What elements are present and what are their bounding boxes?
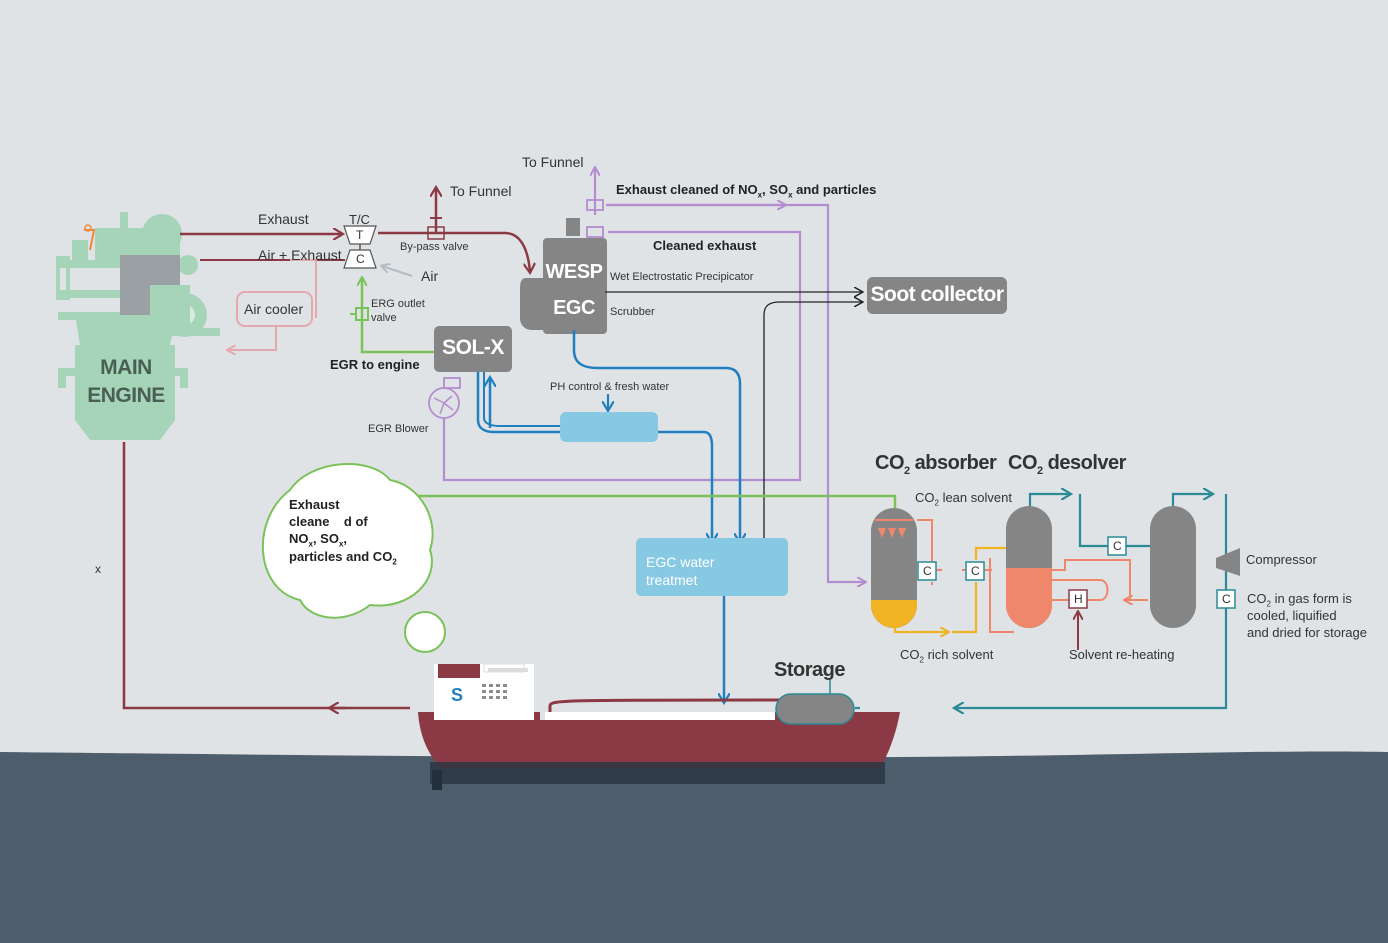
exhaust-to-wesp <box>378 231 530 272</box>
ph-tank <box>560 412 658 442</box>
egc-label: EGC <box>553 297 595 319</box>
turbocharger <box>343 225 377 269</box>
soot-collector-label: Soot collector <box>870 283 1004 306</box>
return-line <box>122 442 410 710</box>
egr-blower-icon <box>428 377 461 419</box>
sol-x-box <box>434 326 512 372</box>
co2-gas-label-1: CO2 in gas form is <box>1247 591 1352 609</box>
green-to-bubble <box>406 496 897 508</box>
storage-tank <box>775 693 855 725</box>
cooler-box-4-label: C <box>1222 592 1231 606</box>
co2-separator <box>1150 506 1196 628</box>
co2-desolver-label: CO2 desolver <box>1008 452 1126 477</box>
heater-box <box>1068 589 1088 609</box>
cleaned-exhaust-label: Cleaned exhaust <box>653 238 757 253</box>
scrubber-label: Scrubber <box>610 306 655 318</box>
ship-logo: S <box>451 685 464 705</box>
cooler-box-4 <box>1216 589 1236 609</box>
x-mark: x <box>95 562 101 576</box>
solvent-reheating-label: Solvent re-heating <box>1069 647 1175 662</box>
egc-water-treatment-box <box>636 538 788 596</box>
compressor-label: Compressor <box>1246 552 1317 567</box>
erg-outlet-label-2: valve <box>371 312 397 324</box>
cooler-box-3-label: C <box>1113 539 1122 553</box>
wesp-label: WESP <box>545 261 603 283</box>
egc-water-label-2: treatmet <box>646 572 698 588</box>
to-funnel-label-1: To Funnel <box>450 183 512 199</box>
bubble-line-2: cleane d of <box>289 514 368 529</box>
soot-collector-box <box>867 277 1007 314</box>
cooler-box-2-label: C <box>971 564 980 578</box>
bypass-valve-icon <box>427 226 445 240</box>
egr-blower-label: EGR Blower <box>368 423 429 435</box>
to-funnel-label-2: To Funnel <box>522 154 584 170</box>
main-engine-label-2: ENGINE <box>87 384 165 407</box>
cooler-box-1-label: C <box>923 564 932 578</box>
co2-absorber <box>871 508 917 628</box>
bubble-line-1: Exhaust <box>289 497 340 512</box>
compressor-t-label: C <box>356 252 365 266</box>
purple-to-absorber <box>606 203 865 582</box>
egc-water-label-1: EGC water <box>646 554 715 570</box>
erg-outlet-label-1: ERG outlet <box>371 298 425 310</box>
co2-gas-label-2: cooled, liquified <box>1247 608 1337 623</box>
co2-lean-label: CO2 lean solvent <box>915 490 1012 508</box>
ph-control-label: PH control & fresh water <box>550 381 670 393</box>
compressor-icon <box>1216 548 1240 576</box>
soot-line-2 <box>763 302 862 540</box>
bubble-line-3: NOx, SOx, <box>289 531 348 549</box>
co2-absorber-label: CO2 absorber <box>875 452 997 477</box>
bubble-line-4: particles and CO2 <box>289 549 397 567</box>
sea <box>0 751 1388 943</box>
cooler-box-3 <box>1107 536 1127 556</box>
clean-exhaust-loop <box>442 230 802 482</box>
sol-x-label: SOL-X <box>442 336 504 359</box>
air-label: Air <box>421 268 439 284</box>
cooler-box-2 <box>965 561 985 581</box>
storage-label: Storage <box>774 659 845 681</box>
ship <box>418 663 900 790</box>
co2-desolver <box>1006 506 1052 628</box>
air-exhaust-label: Air + Exhaust <box>258 247 342 263</box>
bypass-valve-label: By-pass valve <box>400 241 469 253</box>
blue-line-egc <box>572 330 740 542</box>
main-engine <box>56 212 220 440</box>
egr-line <box>362 278 434 354</box>
co2-rich-label: CO2 rich solvent <box>900 647 994 665</box>
air-cooler <box>236 291 313 327</box>
air-cooler-label: Air cooler <box>244 301 304 317</box>
tc-label: T/C <box>349 212 370 227</box>
heater-box-label: H <box>1074 592 1083 606</box>
main-engine-label-1: MAIN <box>100 356 152 379</box>
cooler-box-1 <box>917 561 937 581</box>
exhaust-cleaned-label: Exhaust cleaned of NOx, SOx and particle… <box>616 182 877 200</box>
egr-to-engine-label: EGR to engine <box>330 357 420 372</box>
turbine-label: T <box>356 228 364 242</box>
thought-bubble <box>261 463 446 653</box>
co2-to-storage <box>955 608 1228 708</box>
exhaust-label: Exhaust <box>258 211 309 227</box>
wesp-egc-unit <box>520 218 607 334</box>
wet-electrostatic-label: Wet Electrostatic Precipicator <box>610 271 754 283</box>
co2-gas-label-3: and dried for storage <box>1247 625 1367 640</box>
air-line <box>382 266 413 277</box>
